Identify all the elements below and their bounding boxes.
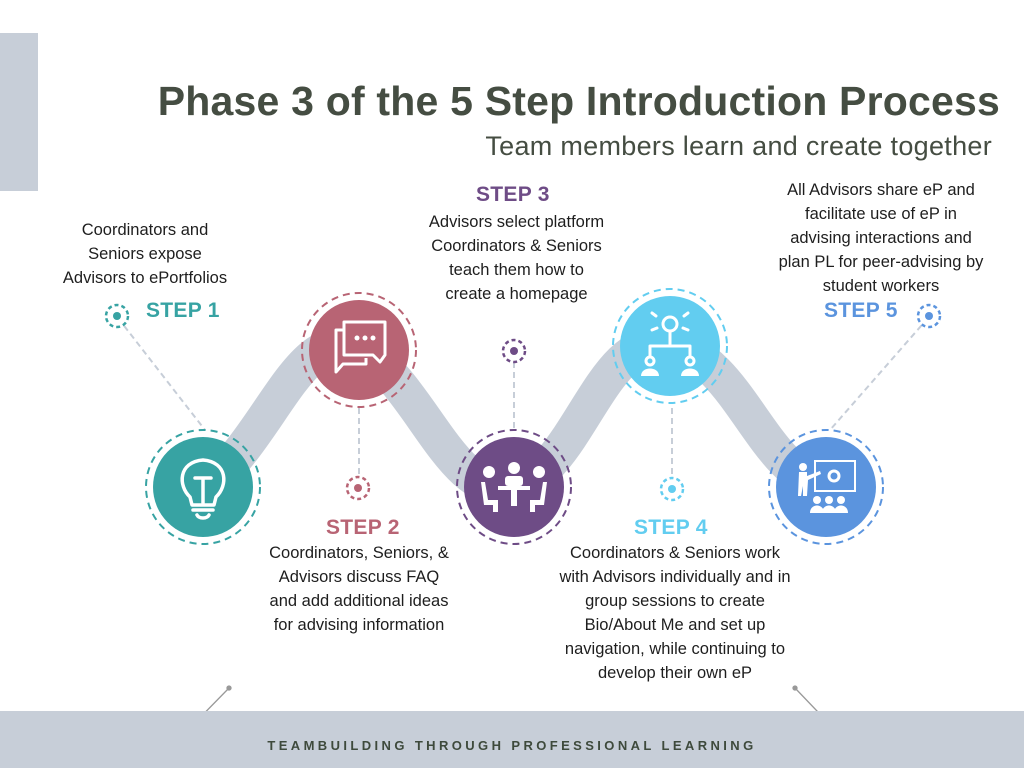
step5-description: All Advisors share eP and facilitate use…	[778, 181, 984, 295]
marker-step4	[659, 476, 685, 502]
marker-step3	[501, 338, 527, 364]
step2-description: Coordinators, Seniors, & Advisors discus…	[269, 544, 449, 634]
footer-text: TEAMBUILDING THROUGH PROFESSIONAL LEARNI…	[267, 738, 757, 753]
step4-label: STEP 4	[634, 516, 708, 539]
step5-node	[768, 429, 884, 545]
step3-description: Advisors select platform Coordinators & …	[428, 213, 605, 303]
connector-step5	[829, 317, 929, 431]
decorative-side-bar	[0, 33, 38, 191]
step2-node	[301, 292, 417, 408]
step4-node	[612, 288, 728, 404]
footer-bar	[0, 711, 1024, 768]
connector-step1	[117, 317, 206, 431]
step1-description: Coordinators and Seniors expose Advisors…	[62, 221, 228, 287]
step5-label: STEP 5	[824, 299, 898, 322]
lightbulb-icon	[180, 458, 226, 520]
chat-bubbles-icon	[334, 320, 387, 374]
marker-step1	[104, 303, 130, 329]
step1-node	[145, 429, 261, 545]
idea-team-hierarchy-icon	[644, 311, 696, 367]
marker-step2	[345, 475, 371, 501]
step4-description: Coordinators & Seniors work with Advisor…	[559, 544, 791, 682]
page-title: Phase 3 of the 5 Step Introduction Proce…	[157, 78, 1000, 124]
team-bodies	[641, 368, 699, 376]
step2-label: STEP 2	[326, 516, 400, 539]
step3-node	[456, 429, 572, 545]
step1-label: STEP 1	[146, 299, 220, 322]
chat-dots	[354, 335, 376, 341]
step3-label: STEP 3	[476, 183, 550, 206]
presentation-icon	[798, 460, 856, 513]
marker-step5	[916, 303, 942, 329]
meeting-table-icon	[481, 462, 547, 512]
page-subtitle: Team members learn and create together	[485, 131, 992, 161]
